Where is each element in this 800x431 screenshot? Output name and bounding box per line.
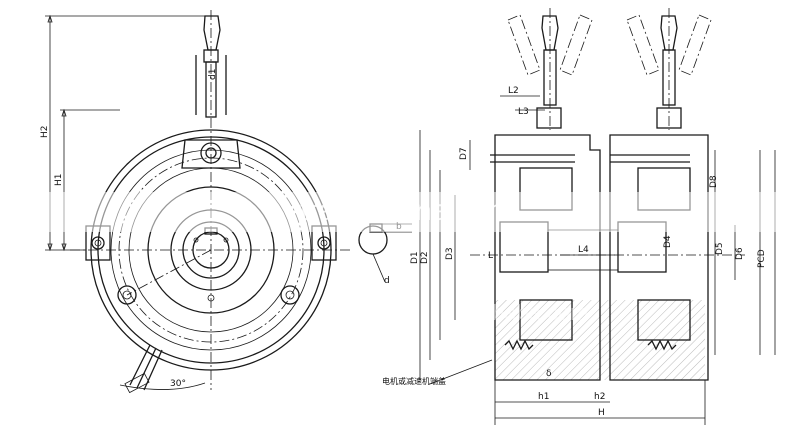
dim-h1: h1: [538, 392, 549, 402]
dim-L: L: [488, 251, 493, 261]
dim-D7: D7: [459, 147, 469, 160]
dim-D3: D3: [445, 247, 455, 260]
top-bolt: [200, 142, 222, 164]
dim-D4: D4: [663, 235, 673, 248]
watermark-faint: alibaba.com: [470, 300, 589, 325]
dim-D8: D8: [709, 175, 719, 188]
dim-PCD: PCD: [757, 249, 767, 268]
dim-D5: D5: [715, 242, 725, 255]
dim-d: d: [384, 276, 390, 286]
front-view: H2 H1 d1 30°: [40, 10, 352, 394]
dim-D2: D2: [420, 251, 430, 264]
dim-H1: H1: [54, 174, 64, 187]
dim-d1: d1: [208, 69, 218, 80]
dim-h2: h2: [594, 392, 605, 402]
left-bolt-head: [536, 107, 562, 129]
right-housing: [609, 134, 709, 381]
dim-angle: 30°: [170, 379, 186, 389]
section-levers: [507, 8, 712, 130]
dim-L3: L3: [518, 107, 529, 117]
lower-right-bolt: [280, 285, 300, 305]
left-lower-coil: [519, 299, 573, 341]
dim-D1: D1: [410, 251, 420, 264]
right-bolt-head: [656, 107, 682, 129]
dim-D6: D6: [735, 247, 745, 260]
watermark-main: trade.china.com: [300, 194, 513, 227]
dim-H: H: [598, 408, 605, 418]
section-view: L2 L3 D7 D1 D2 D3 L L4 D4 D5 D6 PCD D8 δ…: [382, 8, 776, 425]
dim-L4: L4: [578, 245, 589, 255]
lead-wires: [124, 344, 163, 394]
dim-delta: δ: [546, 369, 552, 379]
dim-L2: L2: [508, 86, 519, 96]
lower-left-bolt: [117, 285, 137, 305]
motor-end-cover-note: 电机或减速机端盖: [382, 376, 446, 386]
dim-H2: H2: [40, 126, 50, 139]
right-lower-coil: [637, 299, 691, 341]
